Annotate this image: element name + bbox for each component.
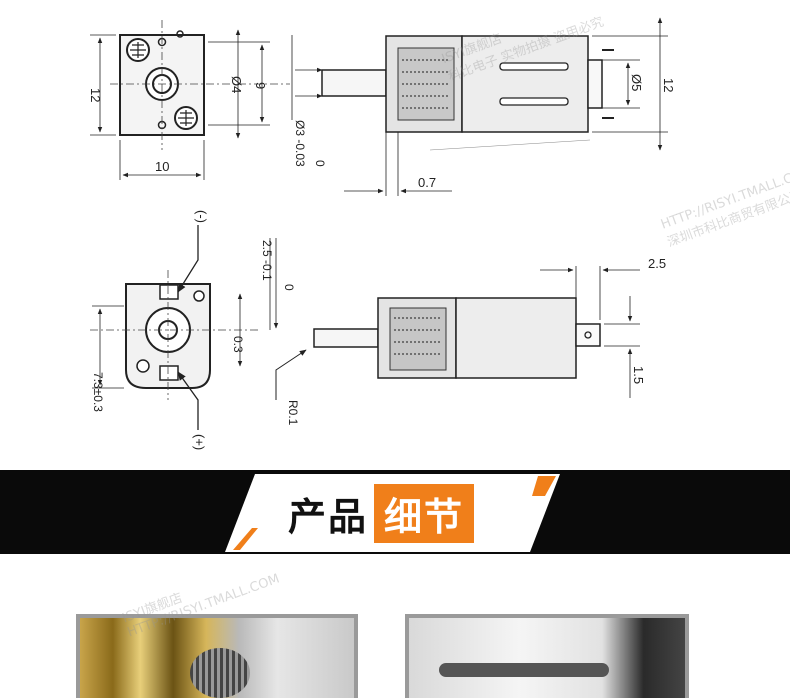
banner-title-part1: 产品 [288,494,369,539]
banner-title: 产品 细节 [288,483,475,543]
dim-shaft-tolerance: Ø3 -0.03 [293,120,307,167]
motor-slot [439,663,609,677]
dim-terminal-width: 2.5 [648,256,666,271]
product-photo-gears [76,614,358,698]
motor-side-view-bottom: R0.1 2.5 1.5 [275,256,666,426]
motor-side-view-top: Ø3 -0.03 0 Ø5 12 0.7 [291,17,676,196]
dim-terminal-height: 1.5 [631,366,646,384]
product-photo-motor [405,614,689,698]
dim-motor-diameter: Ø5 [629,74,644,91]
gearbox-back-view: (-) (+) 7.3±0.3 0.3 2.5 -0.1 0 [90,210,296,450]
dim-face-width: 10 [155,159,169,174]
dim-hole-spacing: 9 [253,82,268,89]
dim-face-height: 12 [88,88,103,102]
dim-small-offset: 0.3 [231,336,245,353]
dim-gap: 0.7 [418,175,436,190]
dim-bottom-offset: 7.3±0.3 [91,372,105,412]
motor-can [461,35,589,133]
label-positive: (+) [192,434,207,450]
label-negative: (-) [194,210,209,223]
banner-title-part2: 细节 [374,483,475,543]
gear-detail [190,648,250,698]
output-shaft [321,69,387,97]
motor-can-lower [455,297,577,379]
dim-shaft-flat-upper: 0 [282,284,296,291]
output-shaft-lower [313,328,379,348]
dim-total-height: 12 [661,78,676,92]
dim-shaft-tolerance-upper: 0 [313,160,327,167]
dim-shaft-diameter: Ø4 [229,76,244,93]
dim-radius: R0.1 [286,400,300,426]
gearbox-face-view: 12 10 9 Ø4 [88,20,290,180]
technical-drawings: 12 10 9 Ø4 Ø3 -0.03 0 Ø5 [88,17,676,450]
dim-shaft-flat: 2.5 -0.1 [260,240,274,281]
